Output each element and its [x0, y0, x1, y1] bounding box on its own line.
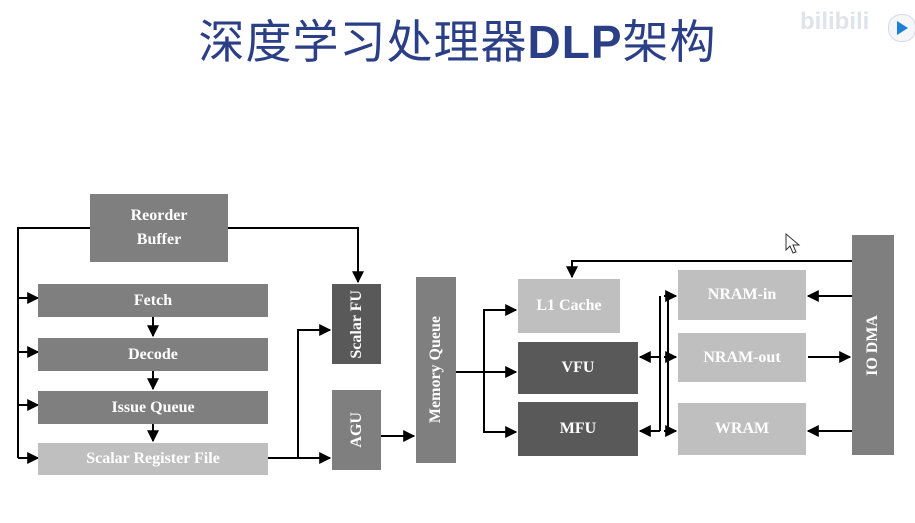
scalar-fu-block: Scalar FU — [332, 284, 381, 364]
l1-cache-block: L1 Cache — [518, 279, 620, 333]
scalar-register-file-block: Scalar Register File — [38, 443, 268, 475]
wire-rob-sfu — [228, 227, 364, 284]
memory-queue-block: Memory Queue — [416, 277, 456, 463]
fetch-block: Fetch — [38, 284, 268, 317]
agu-block: AGU — [332, 390, 381, 470]
io-dma-block: IO DMA — [852, 235, 894, 455]
scalar-fu-label: Scalar FU — [348, 289, 365, 359]
vfu-block: VFU — [518, 342, 638, 394]
memory-queue-label: Memory Queue — [427, 316, 444, 424]
io-dma-label: IO DMA — [864, 314, 881, 376]
title-latin: DLP — [527, 16, 623, 68]
wram-block: WRAM — [678, 403, 806, 455]
nram-in-block: NRAM-in — [678, 270, 806, 320]
title-cjk-prefix: 深度学习处理器 — [198, 15, 528, 69]
wire-rob-left — [17, 227, 90, 458]
wire-srf-sfu — [297, 324, 332, 458]
decode-block: Decode — [38, 338, 268, 371]
wire-mq-mfu — [483, 372, 518, 438]
nram-out-block: NRAM-out — [678, 333, 806, 382]
watermark-logo: bilibili — [800, 8, 870, 35]
agu-label: AGU — [347, 412, 365, 448]
reorder-buffer-block: Reorder Buffer — [90, 194, 228, 262]
page-title: 深度学习处理器DLP架构 — [0, 6, 915, 72]
mfu-block: MFU — [518, 402, 638, 456]
wire-dma-l1 — [566, 260, 852, 279]
mouse-cursor-icon — [785, 233, 801, 254]
title-cjk-suffix: 架构 — [622, 15, 717, 69]
play-icon[interactable] — [888, 14, 915, 42]
issue-queue-block: Issue Queue — [38, 391, 268, 424]
wire-mq-l1 — [483, 304, 518, 372]
